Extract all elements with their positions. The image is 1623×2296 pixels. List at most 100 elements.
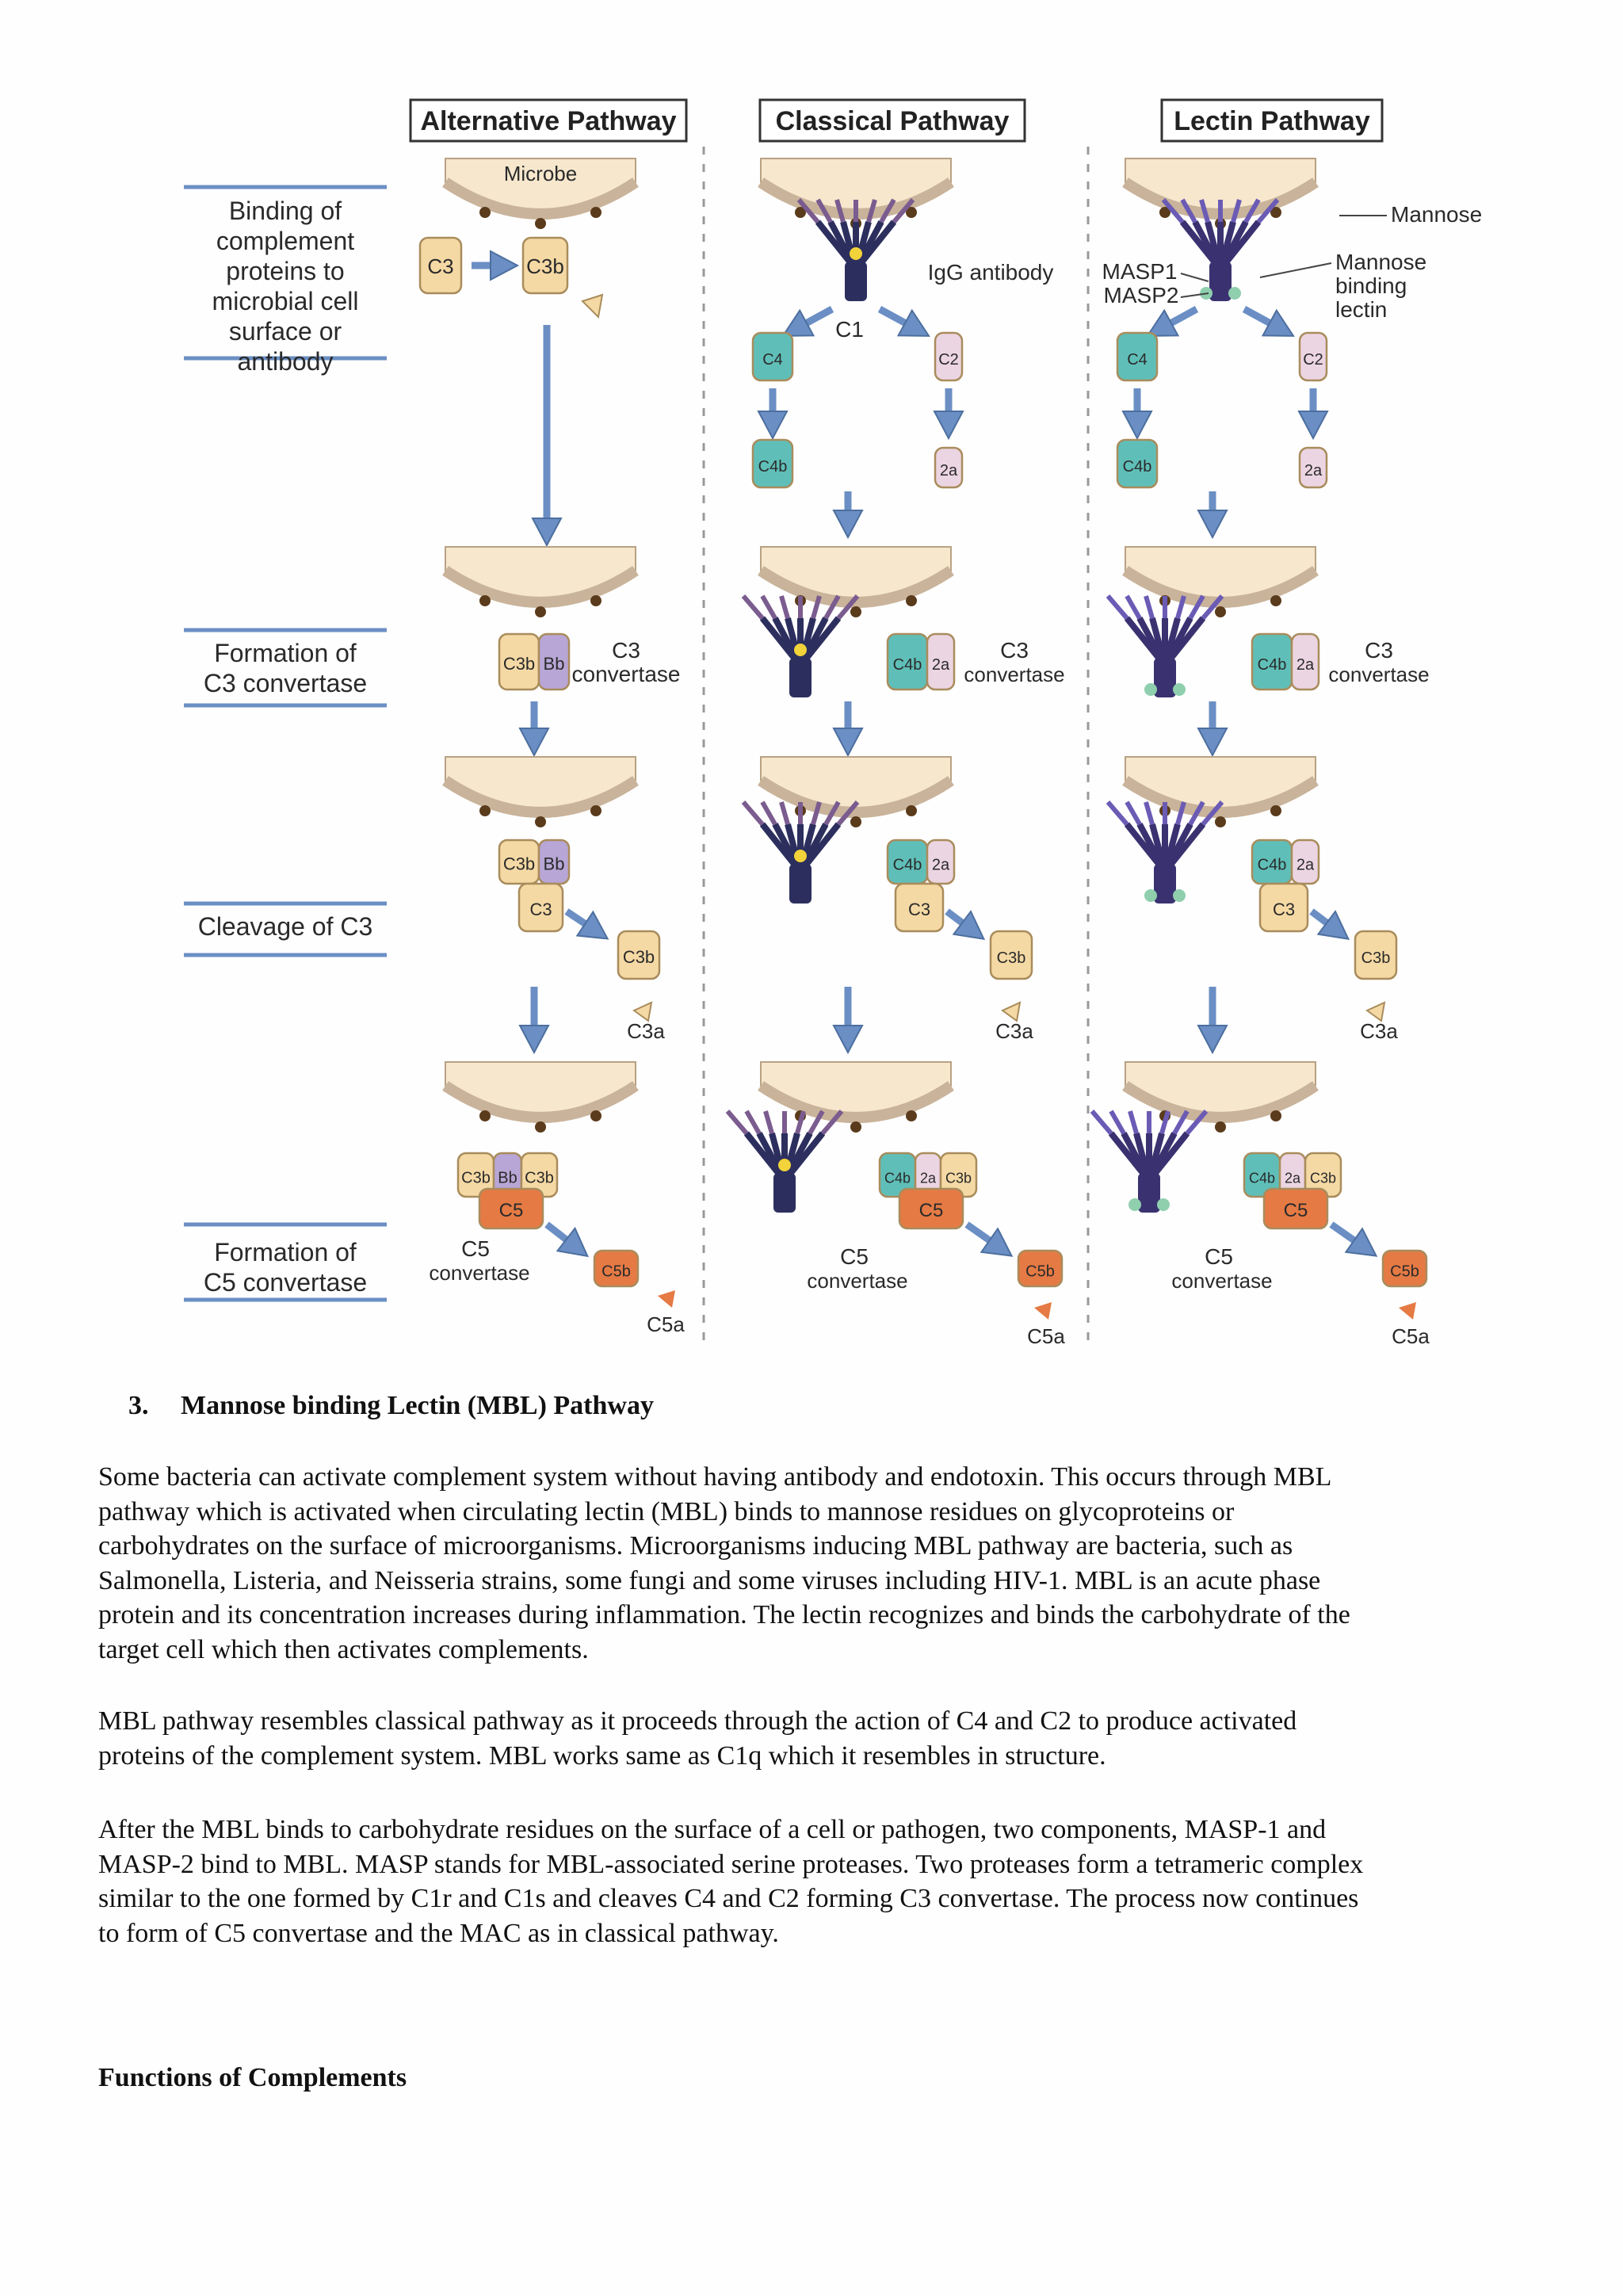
protein-label: C5 bbox=[1284, 1200, 1308, 1221]
protein-shape bbox=[1298, 446, 1328, 489]
protein-shape bbox=[1116, 438, 1159, 489]
antibody-stalk bbox=[789, 658, 812, 697]
classical-antibody bbox=[796, 198, 915, 301]
antibody-tip bbox=[744, 1110, 762, 1135]
mbl-label: lectin bbox=[1335, 297, 1387, 322]
protein-label: 2a bbox=[1285, 1171, 1301, 1186]
alt-cleave-arrow bbox=[564, 908, 609, 940]
protein-label: C5b bbox=[601, 1263, 631, 1281]
lectin-c4b-arrow bbox=[1121, 388, 1153, 441]
lectin-antibody-2 bbox=[1106, 594, 1224, 697]
protein-shape bbox=[898, 1187, 964, 1230]
protein-shape bbox=[521, 236, 569, 295]
c3a-fragment bbox=[1365, 1001, 1386, 1022]
paragraph-line: proteins of the complement system. MBL w… bbox=[98, 1740, 1106, 1771]
lectin-antibody-3 bbox=[1106, 800, 1224, 904]
step-label: Cleavage of C3 bbox=[184, 901, 387, 957]
antibody-stalk bbox=[789, 864, 812, 904]
antibody-tip bbox=[1106, 800, 1129, 826]
pathway-title: Classical Pathway bbox=[758, 98, 1026, 143]
paragraph-1: Some bacteria can activate complement sy… bbox=[98, 1460, 1525, 1667]
protein-label: C3b bbox=[461, 1170, 491, 1187]
lectin-down-2 bbox=[1197, 701, 1228, 758]
arrow-head bbox=[832, 1025, 864, 1055]
paragraph-line: similar to the one formed by C1r and C1s… bbox=[98, 1884, 1359, 1913]
protein-label: C4 bbox=[1127, 351, 1148, 369]
lectin-cleave-arrow bbox=[1309, 908, 1350, 941]
paragraph-line: carbohydrates on the surface of microorg… bbox=[98, 1531, 1293, 1561]
classical-c3b-out: C3b bbox=[989, 930, 1033, 980]
surface-dot bbox=[906, 1110, 917, 1121]
surface-dot bbox=[590, 207, 601, 218]
surface-dot bbox=[1270, 1110, 1281, 1121]
arrow-head bbox=[757, 411, 789, 441]
protein-shape bbox=[478, 1187, 544, 1230]
classical-down-2 bbox=[832, 701, 864, 758]
alt-microbe: Microbe bbox=[442, 158, 639, 229]
classical-microbe-4 bbox=[758, 1061, 954, 1133]
antibody-tip bbox=[1201, 800, 1224, 826]
surface-dot bbox=[535, 606, 546, 617]
alt-c3b-out: C3b bbox=[617, 930, 661, 980]
leader-line bbox=[1180, 273, 1209, 282]
alt-microbe-3 bbox=[442, 756, 639, 827]
classical-c4: C4 bbox=[751, 331, 794, 382]
microbe-membrane bbox=[758, 566, 954, 608]
masp-ball bbox=[1228, 287, 1241, 300]
antibody-tip bbox=[1185, 1110, 1209, 1135]
protein-label: C3b bbox=[997, 949, 1026, 967]
alt-down-arrow-2 bbox=[518, 701, 550, 758]
lectin-c4: C4 bbox=[1116, 331, 1159, 382]
protein-label: C3b bbox=[503, 854, 535, 874]
paragraph-2: MBL pathway resembles classical pathway … bbox=[98, 1704, 1525, 1773]
classical-c4-arrow bbox=[781, 306, 834, 337]
alt-c3b-3: C3b bbox=[498, 839, 540, 885]
protein-label: C3b bbox=[1310, 1171, 1336, 1186]
microbe-body bbox=[445, 546, 636, 603]
alt-c5-convertase: convertase bbox=[429, 1261, 529, 1285]
surface-dot bbox=[906, 595, 917, 606]
protein-shape bbox=[1258, 882, 1309, 933]
surface-dot bbox=[906, 207, 917, 218]
antibody-tip bbox=[760, 594, 777, 620]
surface-dot bbox=[479, 805, 491, 816]
arrow-head bbox=[1297, 411, 1329, 441]
antibody-tip bbox=[879, 198, 896, 223]
paragraph-line: protein and its concentration increases … bbox=[98, 1600, 1350, 1629]
antibody-tip bbox=[1199, 199, 1210, 223]
step-label-line: Formation of bbox=[214, 1238, 357, 1266]
microbe-membrane bbox=[442, 178, 639, 220]
arrow-head bbox=[1197, 728, 1228, 758]
pathway-title: Alternative Pathway bbox=[409, 98, 688, 143]
masp-ball bbox=[1128, 1198, 1141, 1211]
classical-c4b: C4b bbox=[751, 438, 794, 489]
step-label-line: microbial cell bbox=[212, 287, 359, 315]
antibody-tip bbox=[1188, 800, 1205, 826]
classical-c2a: 2a bbox=[934, 446, 964, 489]
arrow-head bbox=[832, 510, 864, 540]
protein-label: C2 bbox=[938, 351, 959, 369]
surface-dot bbox=[590, 805, 601, 816]
protein-label: C4b bbox=[1123, 458, 1152, 476]
classical-c2a-arrow bbox=[933, 388, 964, 441]
alt-c3: C3 bbox=[418, 236, 463, 295]
antibody-tip bbox=[1172, 1110, 1190, 1135]
protein-label: C4b bbox=[1258, 857, 1287, 874]
protein-label: C4b bbox=[893, 857, 922, 874]
arrow-head bbox=[518, 1025, 550, 1055]
lectin-c5-convertase: C5 bbox=[1205, 1244, 1233, 1269]
antibody-tip bbox=[808, 1110, 825, 1135]
microbe-membrane bbox=[758, 1081, 954, 1123]
surface-dot bbox=[535, 1121, 546, 1133]
microbe-membrane bbox=[442, 776, 639, 818]
lectin-c3-convertase: C3 bbox=[1365, 638, 1393, 663]
protein-shape bbox=[751, 438, 794, 489]
protein-shape bbox=[418, 236, 463, 295]
surface-dot bbox=[479, 595, 491, 606]
microbe-membrane bbox=[1122, 1081, 1319, 1123]
protein-shape bbox=[1262, 1187, 1329, 1230]
antibody-tip bbox=[796, 198, 820, 223]
protein-label: C3b bbox=[945, 1171, 972, 1186]
protein-label: 2a bbox=[1304, 462, 1323, 479]
mannose-label: Mannose bbox=[1391, 202, 1482, 227]
